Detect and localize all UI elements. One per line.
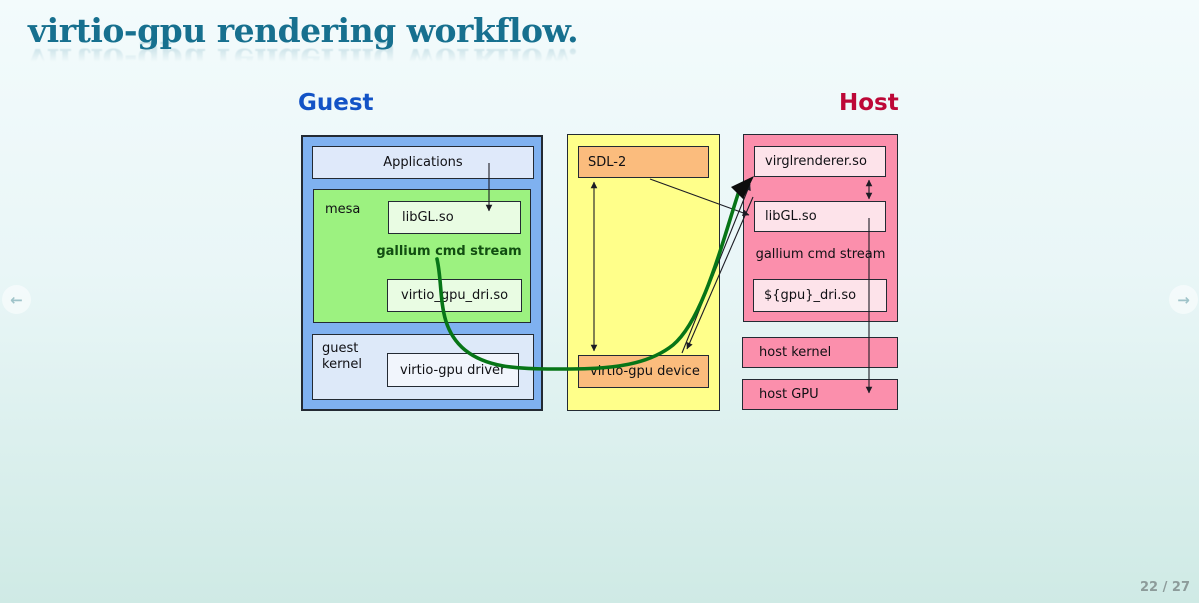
vm-transport-panel: SDL-2 virtio-gpu device [567,134,720,411]
mesa-panel: mesa libGL.so gallium cmd stream virtio_… [313,189,531,323]
arrow-right-icon: → [1177,290,1190,309]
host-libgl-box: libGL.so [754,201,886,232]
virglrenderer-box: virglrenderer.so [754,146,886,177]
applications-box: Applications [312,146,534,179]
guest-section-label: Guest [298,90,374,116]
mesa-label: mesa [325,202,361,217]
sdl2-box: SDL-2 [578,146,709,178]
guest-gallium-cmd-stream-label: gallium cmd stream [376,244,522,259]
next-slide-button[interactable]: → [1169,285,1198,314]
virtio-gpu-dri-box: virtio_gpu_dri.so [387,279,522,312]
guest-panel: Applications mesa libGL.so gallium cmd s… [301,135,543,411]
host-gallium-cmd-stream-label: gallium cmd stream [755,247,886,262]
virtio-gpu-driver-box: virtio-gpu driver [387,353,519,387]
virtio-gpu-device-box: virtio-gpu device [578,355,709,388]
host-gpu-box: host GPU [742,379,898,410]
guest-libgl-box: libGL.so [388,201,521,234]
prev-slide-button[interactable]: ← [2,285,31,314]
gpu-dri-box: ${gpu}_dri.so [753,279,887,312]
guest-kernel-panel: guest kernel virtio-gpu driver [312,334,534,400]
page-title: virtio-gpu rendering workflow. [28,11,579,50]
page-indicator: 22 / 27 [1140,580,1190,595]
host-section-label: Host [839,90,899,116]
host-kernel-box: host kernel [742,337,898,368]
title-block: virtio-gpu rendering workflow. virtio-gp… [28,11,579,80]
guest-kernel-label: guest kernel [322,341,363,372]
arrow-left-icon: ← [10,290,23,309]
host-panel: virglrenderer.so libGL.so gallium cmd st… [743,134,898,322]
